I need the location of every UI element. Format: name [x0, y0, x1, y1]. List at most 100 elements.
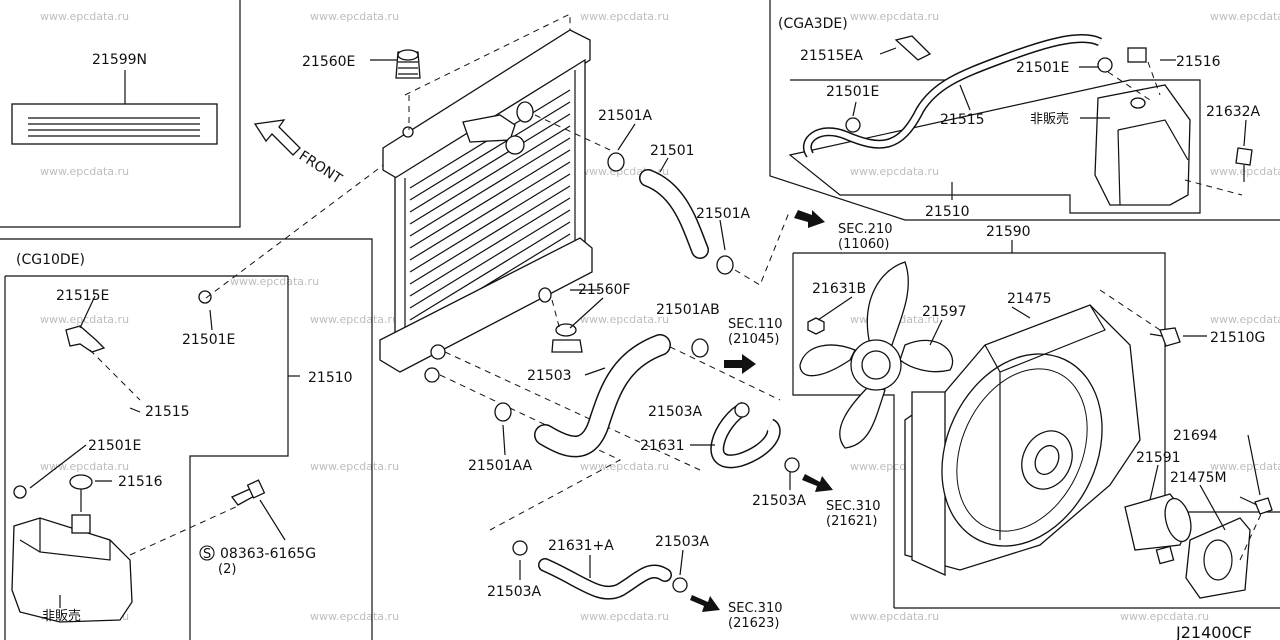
section-ref-code: (21621) [826, 514, 878, 529]
part-label-21515EA: 21515EA [800, 48, 863, 64]
watermark: www.epcdata.ru [1210, 460, 1280, 473]
part-label-21515E: 21515E [56, 288, 109, 304]
clamp-21501E [198, 290, 212, 304]
clamp-21503A [784, 457, 800, 473]
bolt-21694 [1254, 497, 1273, 515]
part-label-21501AA: 21501AA [468, 458, 533, 474]
fan-blade-21597 [799, 261, 954, 449]
s-mark-icon [199, 545, 215, 561]
motor-bracket-21475M [1185, 517, 1251, 599]
reservoir-cap-21516 [1127, 47, 1147, 63]
part-label-21501: 21501 [650, 143, 695, 159]
part-label-21503A: 21503A [655, 534, 710, 550]
part-label-21516: 21516 [118, 474, 163, 490]
part-label-21632A: 21632A [1206, 104, 1261, 120]
part-label-21501A: 21501A [696, 206, 751, 222]
part-label-21510G: 21510G [1210, 330, 1265, 346]
watermark: www.epcdata.ru [580, 10, 669, 23]
section-ref[interactable]: SEC.210 [838, 222, 893, 237]
part-label-21503A: 21503A [648, 404, 703, 420]
part-label-21631B: 21631B [812, 281, 866, 297]
watermark: www.epcdata.ru [40, 10, 129, 23]
cg10de-box: (CG10DE) 21515E 21501E 21510 [0, 159, 391, 640]
radiator [370, 13, 781, 531]
front-label: FRONT [296, 148, 345, 188]
section-ref-code: (21623) [728, 616, 780, 631]
bolt-21510G [1159, 327, 1181, 347]
part-label-21475: 21475 [1007, 291, 1052, 307]
clamp-21501AA [494, 402, 512, 422]
hose-21631A [512, 540, 688, 600]
part-label-21560E: 21560E [302, 54, 355, 70]
cga3de-box: (CGA3DE) 21515EA 21501E 21516 21501E [769, 0, 1280, 221]
watermark: www.epcdata.ru [1210, 313, 1280, 326]
hose-21631 [690, 401, 800, 490]
section-ref-code: (11060) [838, 237, 890, 252]
watermark: www.epcdata.ru [230, 275, 319, 288]
part-label-21503A: 21503A [487, 584, 542, 600]
part-label-21501E: 21501E [826, 84, 879, 100]
arrow-sec310-icon [802, 474, 833, 492]
watermark: www.epcdata.ru [850, 610, 939, 623]
watermark: www.epcdata.ru [580, 610, 669, 623]
watermark: www.epcdata.ru [580, 313, 669, 326]
radiator-lower-tank [379, 237, 593, 373]
clamp-21501AB [691, 338, 709, 358]
clamp-21501A [716, 255, 734, 275]
not-for-sale-label: 非販売 [42, 608, 81, 624]
clamp-21503A [512, 540, 528, 556]
front-arrow-icon [253, 119, 301, 156]
watermark: www.epcdata.ru [310, 460, 399, 473]
part-label-21631: 21631 [640, 438, 685, 454]
watermark: www.epcdata.ru [310, 313, 399, 326]
part-label-21501AB: 21501AB [656, 302, 720, 318]
nut-21631B [807, 317, 825, 335]
not-for-sale-label: 非販売 [1030, 111, 1069, 127]
lower-hose-21503 [494, 334, 709, 458]
part-label-21475M: 21475M [1170, 470, 1227, 486]
watermark: www.epcdata.ru [40, 165, 129, 178]
reservoir-cap [69, 474, 93, 490]
watermark: www.epcdata.ru [850, 10, 939, 23]
bolt-21632A [1235, 147, 1253, 166]
cg10de-title: (CG10DE) [16, 252, 85, 268]
clip-21515EA [894, 35, 932, 61]
clip-21515E [65, 325, 106, 353]
watermark: www.epcdata.ru [1210, 165, 1280, 178]
section-arrows [690, 210, 833, 612]
part-label-21590: 21590 [986, 224, 1031, 240]
part-label-21503: 21503 [527, 368, 572, 384]
front-arrow: FRONT [253, 119, 345, 188]
section-ref[interactable]: SEC.110 [728, 317, 783, 332]
section-ref[interactable]: SEC.310 [826, 499, 881, 514]
diagram-code: J21400CF [1175, 623, 1252, 640]
watermark: www.epcdata.ru [580, 460, 669, 473]
shroud-frame [911, 391, 946, 577]
part-label-21515: 21515 [145, 404, 190, 420]
cga3de-title: (CGA3DE) [778, 16, 848, 32]
upper-hose-21501 [607, 123, 791, 286]
section-ref[interactable]: SEC.310 [728, 601, 783, 616]
part-label-bolt: 08363-6165G [220, 546, 316, 562]
part-label-21510: 21510 [925, 204, 970, 220]
label-plate-box: 21599N [0, 0, 241, 228]
watermark: www.epcdata.ru [1120, 610, 1209, 623]
watermark: www.epcdata.ru [310, 610, 399, 623]
part-label-21501E: 21501E [182, 332, 235, 348]
part-label-21516: 21516 [1176, 54, 1221, 70]
drain-plug-21560F [551, 339, 583, 353]
part-label-21597: 21597 [922, 304, 967, 320]
radiator-inlet [462, 114, 516, 143]
clamp-21501E [845, 117, 861, 133]
watermark: www.epcdata.ru [850, 165, 939, 178]
arrow-sec310-icon [690, 595, 720, 612]
part-label-21510: 21510 [308, 370, 353, 386]
section-ref-code: (21045) [728, 332, 780, 347]
clamp-21503A [734, 402, 750, 418]
part-label-21694: 21694 [1173, 428, 1218, 444]
clamp-21501E [13, 485, 27, 499]
part-label-21501E: 21501E [88, 438, 141, 454]
part-label-21515: 21515 [940, 112, 985, 128]
